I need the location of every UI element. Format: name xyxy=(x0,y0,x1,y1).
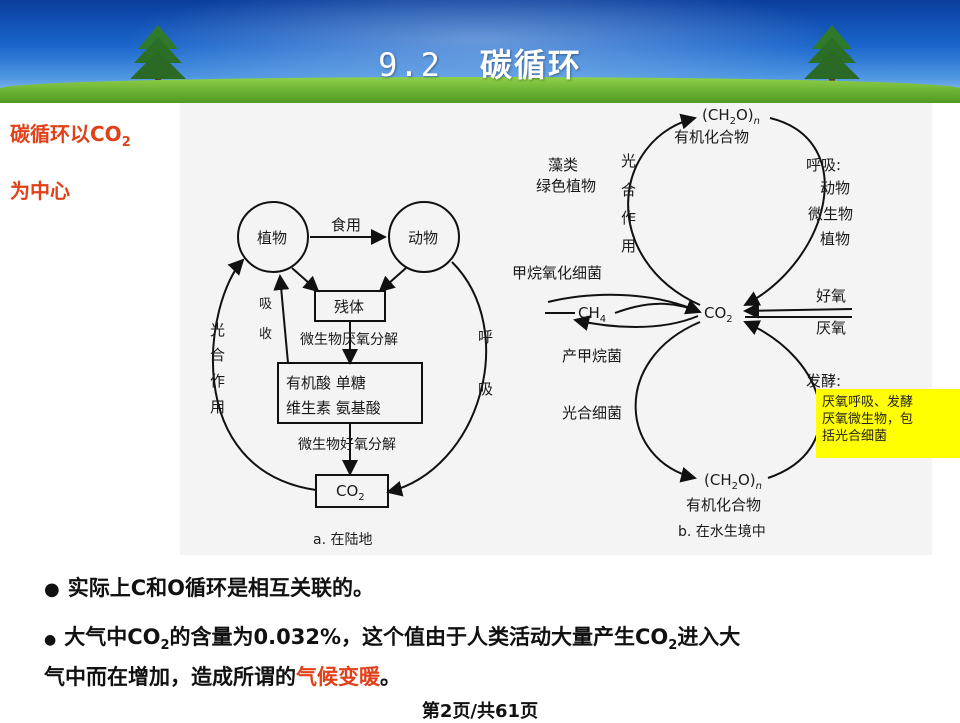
box-line-1: 有机酸 单糖 xyxy=(286,374,366,392)
resp-b-2: 微生物 xyxy=(808,205,853,223)
diagram-background xyxy=(180,103,932,555)
resp-b-title: 呼吸: xyxy=(806,156,841,174)
photo-b-4: 用 xyxy=(621,237,636,255)
bottom-organic-label: 有机化合物 xyxy=(686,496,761,514)
diagram-b-labels: (CH2O)n 有机化合物 藻类 绿色植物 光 合 作 用 呼吸: 动物 微生物… xyxy=(512,106,853,540)
animal-node xyxy=(388,201,460,273)
photo-a-2: 合 xyxy=(210,346,225,364)
bullet-3-part-c: 。 xyxy=(380,665,401,689)
bullet-dot-icon: ● xyxy=(44,579,60,600)
bottom-formula: (CH2O)n xyxy=(704,471,762,492)
bullet-1-text: 实际上C和O循环是相互关联的。 xyxy=(67,576,374,600)
caption-a: a. 在陆地 xyxy=(313,532,372,548)
page-footer: 第2页/共61页 xyxy=(0,697,960,723)
animal-label: 动物 xyxy=(408,229,438,247)
residue-label: 残体 xyxy=(334,298,364,316)
methane-ox-label: 甲烷氧化细菌 xyxy=(512,264,602,282)
header-grass xyxy=(0,77,960,103)
anaerobic-b-label: 厌氧 xyxy=(816,319,846,337)
footer-page-number: 2 xyxy=(439,701,453,722)
bullet-2-part-b: 的含量为0.032%，这个值由于人类活动大量产生CO xyxy=(169,625,669,649)
absorb-label-1: 吸 xyxy=(259,297,272,312)
ferment-label: 发酵: xyxy=(806,372,841,390)
eat-label: 食用 xyxy=(331,216,361,234)
resp-b-3: 植物 xyxy=(820,230,850,248)
bullet-2: ●大气中CO2的含量为0.032%，这个值由于人类活动大量产生CO2进入大 xyxy=(44,621,740,653)
bullet-dot-icon: ● xyxy=(44,632,57,648)
bullet-2-part-c: 进入大 xyxy=(677,625,741,649)
header-banner: 9.2 碳循环 xyxy=(0,0,960,103)
left-caption-text: 碳循环以CO xyxy=(10,122,122,146)
diagram-a xyxy=(212,201,487,508)
bullet-2-sub-2: 2 xyxy=(668,638,678,654)
top-formula: (CH2O)n xyxy=(702,106,760,127)
top-organic-label: 有机化合物 xyxy=(674,128,749,146)
aerobic-b-label: 好氧 xyxy=(816,287,846,305)
methanogen-label: 产甲烷菌 xyxy=(562,347,622,365)
bullet-2-sub-1: 2 xyxy=(160,638,170,654)
note-line-1: 厌氧呼吸、发酵 xyxy=(822,395,914,410)
title-text: 碳循环 xyxy=(479,46,582,84)
slide-title: 9.2 碳循环 xyxy=(0,40,960,86)
diagram-b xyxy=(545,113,853,483)
note-line-2: 厌氧微生物，包 xyxy=(822,412,914,427)
footer-mid: 页/共 xyxy=(452,701,496,722)
climate-warming-highlight: 气候变暖 xyxy=(296,665,380,689)
co2-a-label: CO2 xyxy=(336,482,365,503)
aerobic-label-a: 微生物好氧分解 xyxy=(298,437,396,453)
box-line-2: 维生素 氨基酸 xyxy=(286,399,381,417)
bullet-3-part-a: 气中而在增加，造成所谓的 xyxy=(44,665,296,689)
photo-b-3: 作 xyxy=(621,209,636,227)
resp-a-1: 呼 xyxy=(478,328,493,346)
plant-node xyxy=(237,201,309,273)
footer-total-pages: 61 xyxy=(495,701,521,722)
footer-prefix: 第 xyxy=(421,701,440,722)
resp-b-1: 动物 xyxy=(820,179,850,197)
caption-b: b. 在水生境中 xyxy=(678,524,766,540)
bullet-1: ● 实际上C和O循环是相互关联的。 xyxy=(44,572,374,602)
anaerobic-label: 微生物厌氧分解 xyxy=(300,332,398,348)
algae-label-1: 藻类 xyxy=(548,156,578,174)
ch4-label: CH4 xyxy=(578,304,606,325)
algae-label-2: 绿色植物 xyxy=(536,177,596,195)
left-caption-line2: 为中心 xyxy=(10,179,70,203)
photo-b-1: 光 xyxy=(621,152,636,170)
bullet-2-part-a: 大气中CO xyxy=(64,625,161,649)
photo-bacteria-label: 光合细菌 xyxy=(562,404,622,422)
left-caption-sub: 2 xyxy=(121,135,131,150)
title-number: 9.2 xyxy=(378,46,442,84)
diagram-a-labels: 植物 动物 食用 残体 吸 收 光 合 作 用 呼 吸 微生物厌氧分解 有机酸 … xyxy=(210,216,493,548)
carbon-cycle-diagram: 植物 动物 食用 残体 吸 收 光 合 作 用 呼 吸 微生物厌氧分解 有机酸 … xyxy=(210,106,853,548)
co2-b-label: CO2 xyxy=(704,304,733,325)
resp-a-2: 吸 xyxy=(478,380,493,398)
photo-a-3: 作 xyxy=(210,372,225,390)
bullet-2-continuation: 气中而在增加，造成所谓的气候变暖。 xyxy=(44,661,401,691)
absorb-label-2: 收 xyxy=(259,327,272,342)
photo-b-2: 合 xyxy=(621,181,636,199)
left-caption-line1: 碳循环以CO2 xyxy=(10,118,131,150)
footer-suffix: 页 xyxy=(520,701,539,722)
note-line-3: 括光合细菌 xyxy=(822,429,888,444)
yellow-note: 厌氧呼吸、发酵 厌氧微生物，包 括光合细菌 xyxy=(816,389,960,458)
plant-label: 植物 xyxy=(257,229,287,247)
photo-a-4: 用 xyxy=(210,398,225,416)
photo-a-1: 光 xyxy=(210,321,225,339)
